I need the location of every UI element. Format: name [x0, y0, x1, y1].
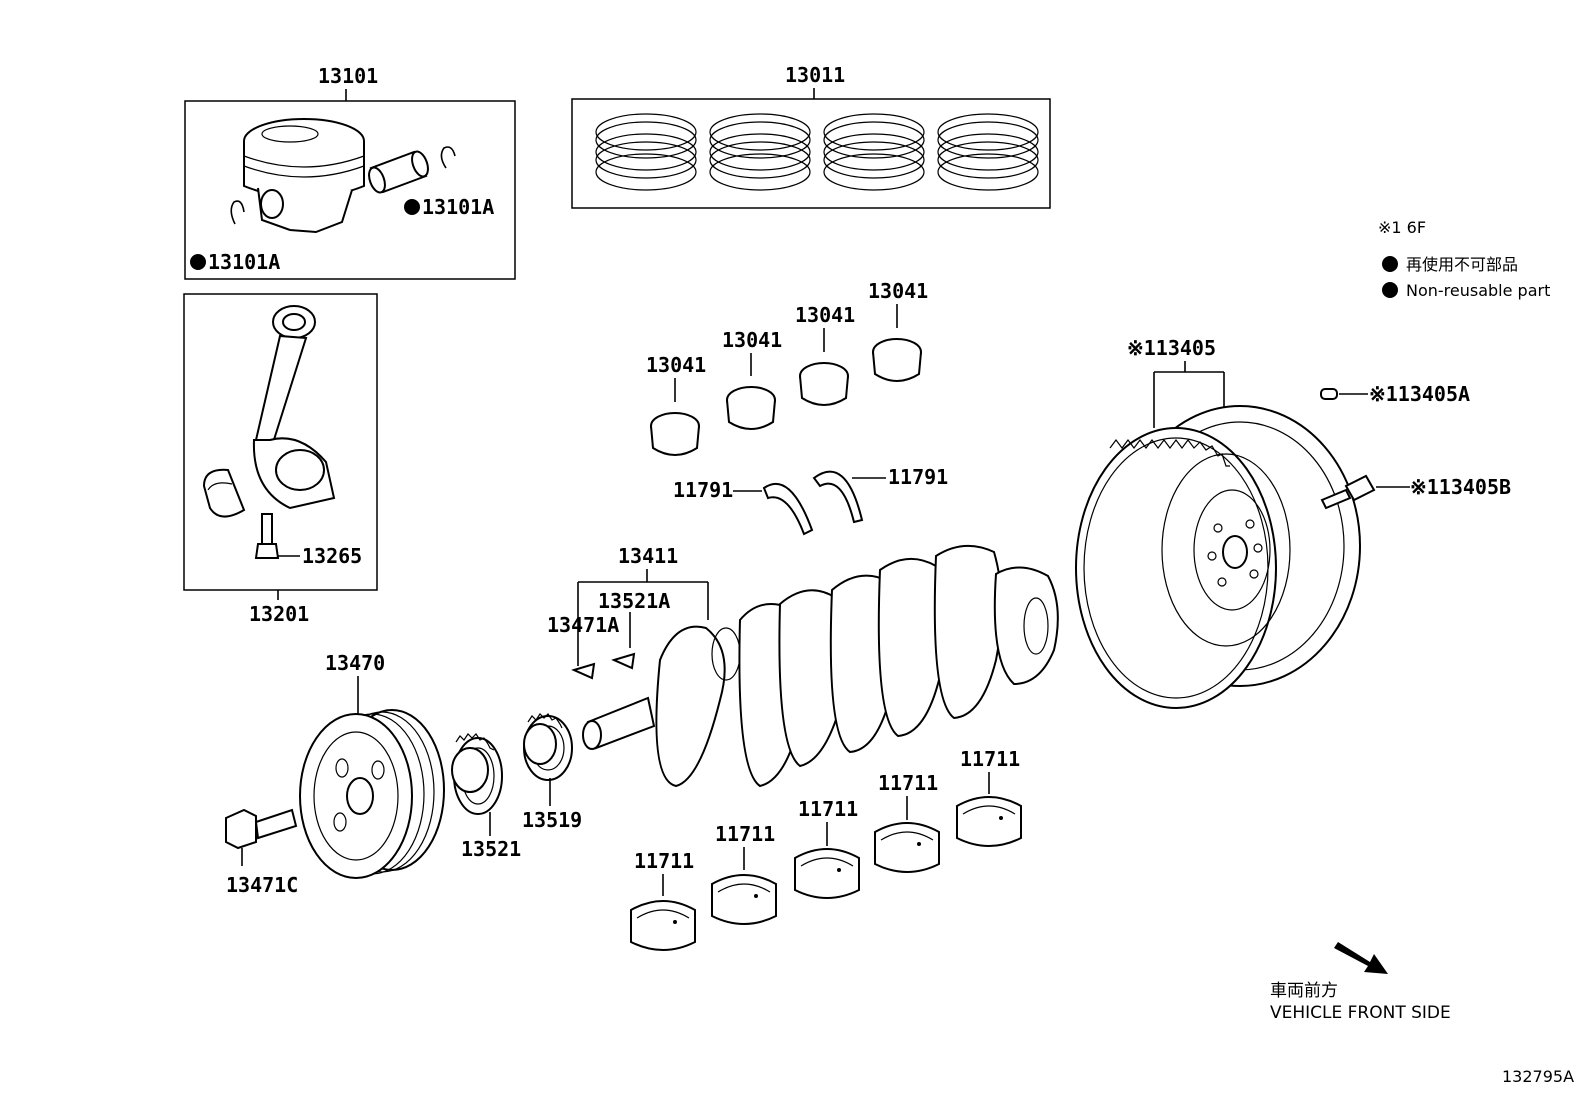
label-13101A-left: 13101A [208, 250, 280, 274]
snap-ring-right-icon [440, 146, 456, 169]
crank-pulley-group[interactable]: 13470 13471C [225, 651, 445, 897]
label-11711-e: 11711 [960, 747, 1020, 771]
label-13011: 13011 [785, 63, 845, 87]
label-11791-left: 11791 [673, 478, 733, 502]
conrod-bolt-icon [254, 513, 280, 559]
label-13201: 13201 [249, 602, 309, 626]
piston-icon [243, 118, 365, 234]
crank-pulley-icon [299, 709, 445, 879]
thrust-washers-group[interactable]: 11791 11791 [673, 465, 948, 536]
connecting-rod-icon [252, 305, 336, 510]
label-13521: 13521 [461, 837, 521, 861]
upper-main-bearings-group[interactable]: 13041 13041 13041 13041 [646, 279, 928, 456]
label-13519: 13519 [522, 808, 582, 832]
snap-ring-left-icon [230, 200, 245, 225]
front-side-en: VEHICLE FRONT SIDE [1270, 1003, 1451, 1023]
lower-main-bearings-group[interactable]: 11711 11711 11711 11711 11711 [630, 747, 1022, 951]
conrod-bearing-icon [202, 468, 246, 518]
crankshaft-group[interactable]: 13411 13521A 13471A [547, 544, 1059, 788]
flywheel-icon [1075, 405, 1361, 709]
front-side-jp: 車両前方 [1270, 981, 1338, 1001]
label-13041-a: 13041 [646, 353, 706, 377]
label-13101: 13101 [318, 64, 378, 88]
label-13405B: ※113405B [1410, 475, 1511, 499]
nonreusable-dot-icon [404, 199, 420, 215]
label-11711-b: 11711 [715, 822, 775, 846]
sprockets-group[interactable]: 13521 13519 [451, 713, 582, 861]
piston-assembly-group[interactable]: 13101 13101A 13101A [184, 64, 516, 280]
vehicle-front-indicator: 車両前方 VEHICLE FRONT SIDE [1270, 942, 1451, 1023]
label-13265: 13265 [302, 544, 362, 568]
legend-nonreusable-en: Non-reusable part [1406, 281, 1550, 300]
front-arrow-icon [1334, 942, 1388, 974]
conrod-box [183, 293, 378, 591]
label-13471C: 13471C [226, 873, 298, 897]
ring-set-box [571, 98, 1051, 209]
legend-nonreusable-jp: 再使用不可部品 [1406, 255, 1518, 274]
diagram-id: 132795A [1502, 1067, 1574, 1086]
label-13470: 13470 [325, 651, 385, 675]
label-11711-a: 11711 [634, 849, 694, 873]
piston-set-box [184, 100, 516, 280]
thrust-washer-right-icon [812, 470, 864, 524]
nonreusable-dot-icon [190, 254, 206, 270]
connecting-rod-group[interactable]: 13265 13201 [183, 293, 378, 626]
label-13471A: 13471A [547, 613, 619, 637]
piston-pin-icon [368, 150, 429, 194]
label-13041-c: 13041 [795, 303, 855, 327]
pulley-bolt-icon [225, 808, 298, 850]
piston-ring-set-group[interactable]: 13011 [571, 63, 1051, 209]
upper-bearing-shells-icon [650, 338, 922, 456]
nonreusable-dot-icon [1382, 256, 1398, 272]
flywheel-pin-icon [1320, 388, 1338, 400]
woodruff-key-icon [611, 652, 636, 670]
label-13041-d: 13041 [868, 279, 928, 303]
crank-sprocket-icon [451, 733, 503, 815]
thrust-washer-left-icon [762, 482, 814, 536]
label-11791-right: 11791 [888, 465, 948, 489]
label-13521A: 13521A [598, 589, 670, 613]
lower-bearing-shells-icon [630, 796, 1022, 951]
legend-ref-note: ※1 6F [1378, 218, 1426, 237]
label-13101A-right: 13101A [422, 195, 494, 219]
label-13405A: ※113405A [1369, 382, 1470, 406]
label-11711-d: 11711 [878, 771, 938, 795]
label-11711-c: 11711 [798, 797, 858, 821]
timing-sprocket-icon [523, 713, 573, 781]
crankshaft-icon [582, 545, 1059, 788]
label-13041-b: 13041 [722, 328, 782, 352]
flywheel-bolt-icon [1320, 474, 1376, 510]
woodruff-key-icon [571, 662, 596, 680]
piston-rings-icon [595, 113, 1039, 191]
label-13411: 13411 [618, 544, 678, 568]
legend: ※1 6F 再使用不可部品 Non-reusable part [1378, 218, 1550, 300]
flywheel-group[interactable]: ※113405 ※113405A ※113405B [1075, 336, 1511, 709]
nonreusable-dot-icon [1382, 282, 1398, 298]
label-13405: ※113405 [1127, 336, 1216, 360]
